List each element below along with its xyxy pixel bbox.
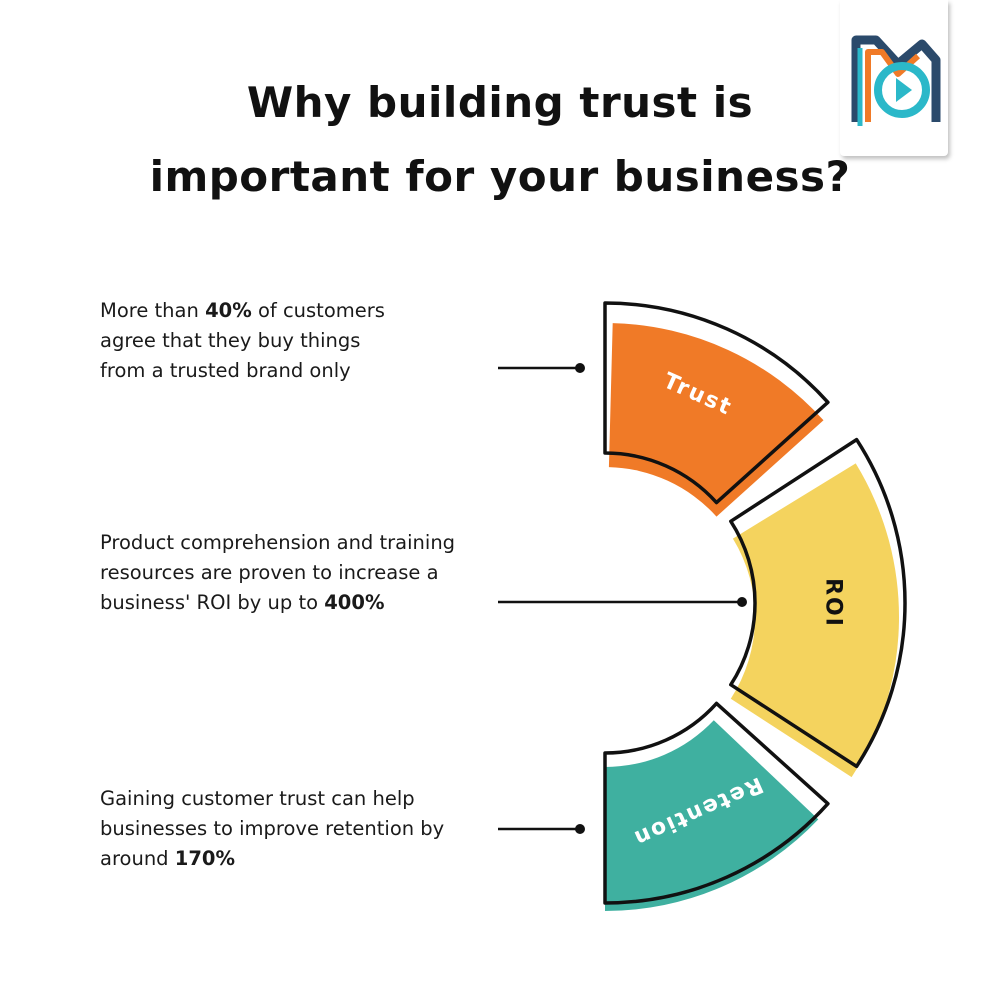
point-retention: Gaining customer trust can help business…	[100, 784, 490, 874]
play-logo-icon	[851, 35, 941, 126]
point-roi: Product comprehension and training resou…	[100, 528, 460, 618]
title-line-1: Why building trust is	[246, 78, 754, 127]
logo-card	[840, 0, 948, 156]
segment-retention-fill	[605, 720, 819, 911]
segment-trust-fill	[608, 323, 824, 517]
segment-roi-outline	[729, 437, 907, 769]
segment-retention-outline	[603, 701, 830, 905]
point-retention-text-1: Gaining customer trust can help business…	[100, 787, 445, 870]
point-roi-stat: 400%	[324, 591, 385, 614]
title-line-2: important for your business?	[149, 152, 851, 201]
connector-dot-retention	[575, 824, 585, 834]
page-title: Why building trust is important for your…	[0, 66, 1000, 214]
connector-dot-roi	[737, 597, 747, 607]
segment-roi-label: ROI	[821, 578, 846, 628]
point-trust-text-2: of customers agree that they buy things …	[100, 299, 385, 382]
segment-roi-fill	[730, 463, 900, 778]
segment-roi: ROI	[729, 437, 907, 778]
point-trust-text-1: More than	[100, 299, 206, 322]
segment-retention: Retention	[603, 701, 830, 911]
connector-dot-trust	[575, 363, 585, 373]
segment-trust-outline	[603, 301, 830, 505]
point-roi-text-1: Product comprehension and training resou…	[100, 531, 456, 614]
segment-trust: Trust	[603, 301, 830, 517]
point-trust: More than 40% of customers agree that th…	[100, 296, 400, 386]
point-trust-stat: 40%	[205, 299, 252, 322]
point-retention-stat: 170%	[174, 847, 236, 870]
